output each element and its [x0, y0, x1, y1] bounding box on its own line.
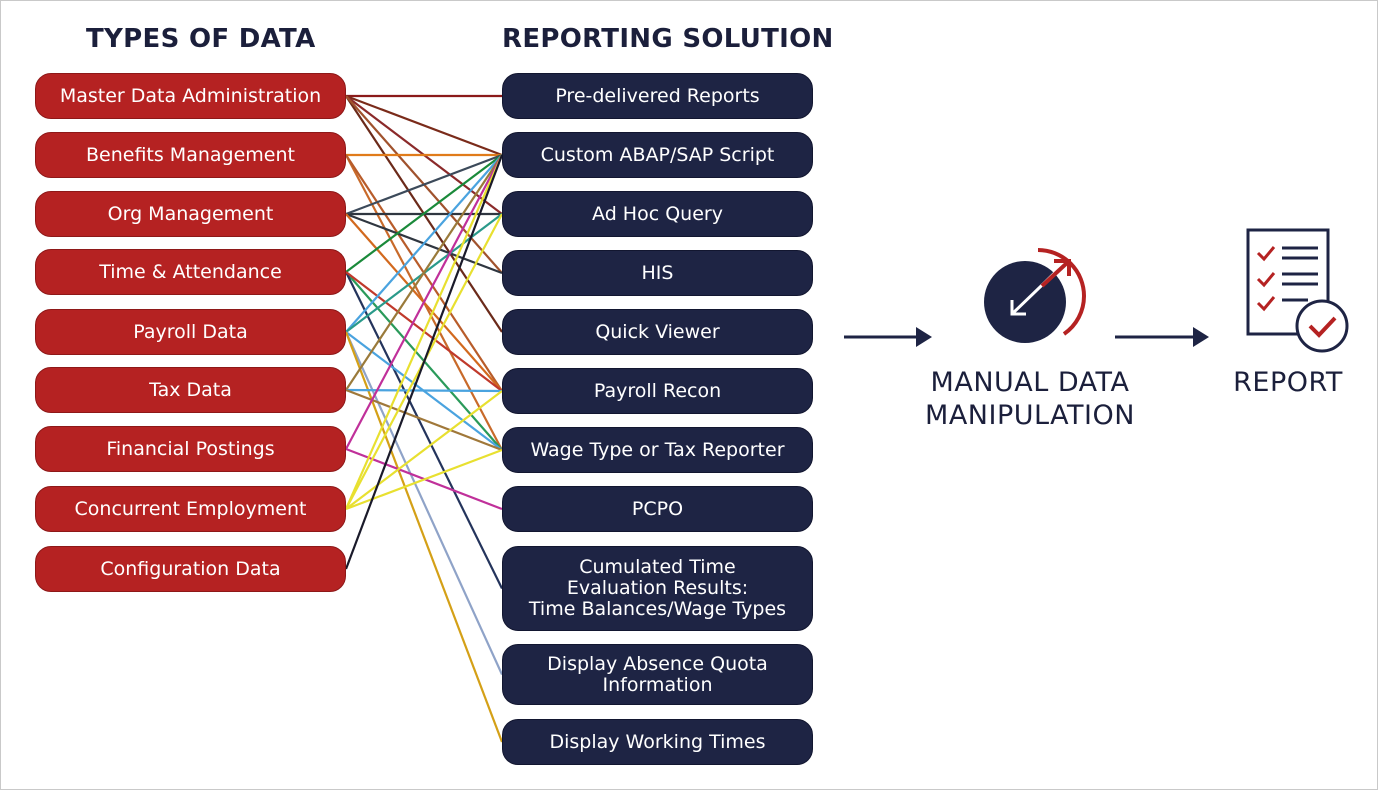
manual-label-line2: MANIPULATION	[925, 400, 1135, 431]
data-type-concurrent-employment: Concurrent Employment	[35, 486, 346, 532]
data-type-tax: Tax Data	[35, 367, 346, 413]
data-type-financial-postings: Financial Postings	[35, 426, 346, 472]
connection-line	[345, 390, 503, 510]
solution-pre-delivered-reports: Pre-delivered Reports	[502, 73, 813, 119]
connection-line	[344, 331, 504, 675]
types-of-data-heading: TYPES OF DATA	[86, 24, 316, 54]
connection-line	[345, 154, 503, 333]
checklist-document-icon	[1246, 228, 1349, 353]
solution-quick-viewer: Quick Viewer	[502, 309, 813, 355]
connection-line	[345, 271, 503, 589]
connection-line	[345, 94, 503, 157]
solution-wage-type-tax-reporter: Wage Type or Tax Reporter	[502, 427, 813, 473]
data-type-benefits: Benefits Management	[35, 132, 346, 178]
connection-line	[345, 154, 503, 273]
data-type-payroll: Payroll Data	[35, 309, 346, 355]
solution-payroll-recon: Payroll Recon	[502, 368, 813, 414]
solution-his: HIS	[502, 250, 813, 296]
connection-line	[344, 331, 504, 743]
connection-line	[345, 153, 503, 216]
data-type-master-data: Master Data Administration	[35, 73, 346, 119]
manual-data-manipulation-label: MANUAL DATA MANIPULATION	[905, 366, 1155, 432]
reporting-solution-heading: REPORTING SOLUTION	[502, 24, 834, 54]
right-arrow-icon	[1115, 327, 1209, 347]
data-type-org-management: Org Management	[35, 191, 346, 237]
solution-custom-abap: Custom ABAP/SAP Script	[502, 132, 813, 178]
connection-line	[345, 388, 503, 393]
solution-display-working-times: Display Working Times	[502, 719, 813, 765]
solution-pcpo: PCPO	[502, 486, 813, 532]
connection-line	[345, 154, 503, 391]
connection-line	[345, 388, 503, 452]
connection-line	[344, 154, 504, 570]
connection-line	[345, 154, 503, 450]
data-type-time-attendance: Time & Attendance	[35, 249, 346, 295]
solution-ad-hoc-query: Ad Hoc Query	[502, 191, 813, 237]
expand-arrows-circle-icon	[984, 248, 1087, 343]
manual-label-line1: MANUAL DATA	[930, 367, 1130, 398]
report-label: REPORT	[1233, 367, 1343, 398]
connection-line	[344, 154, 504, 510]
right-arrow-icon	[844, 327, 932, 347]
data-type-configuration: Configuration Data	[35, 546, 346, 592]
